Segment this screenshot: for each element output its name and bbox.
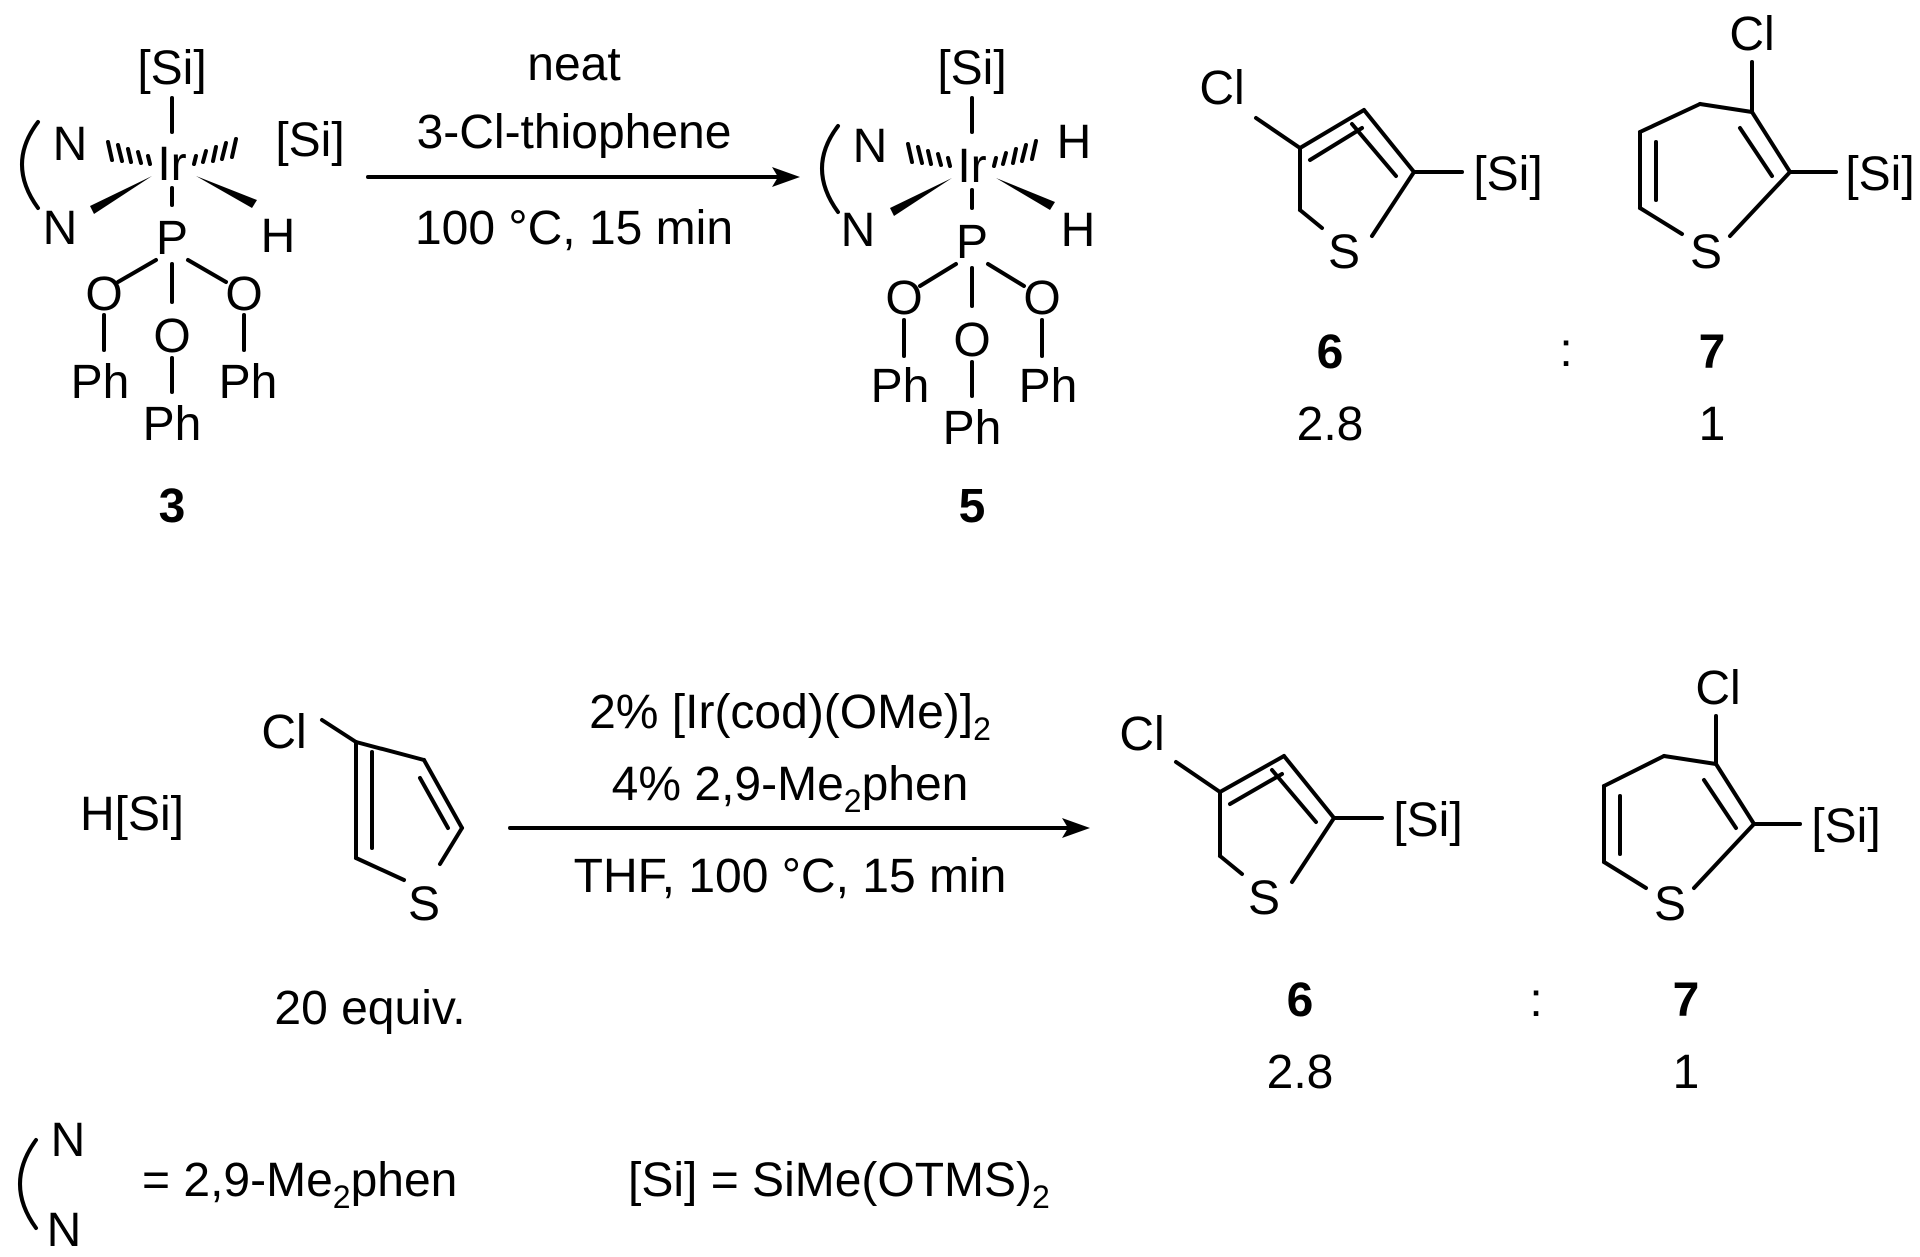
compound-label-7: 7: [1699, 326, 1726, 379]
atom-s: S: [1690, 226, 1722, 279]
legend-silyl-definition: [Si] = SiMe(OTMS)2: [628, 1154, 1050, 1215]
atom-o-right: O: [1023, 272, 1060, 325]
wedge-ir-n-lower: [90, 176, 152, 214]
ratio-6: 2.8: [1297, 398, 1364, 451]
wedge-ir-h-lower: [996, 178, 1055, 210]
atom-s: S: [1654, 878, 1686, 931]
atom-ir: Ir: [957, 140, 986, 193]
ratio-6: 2.8: [1267, 1046, 1334, 1099]
ratio-7: 1: [1699, 398, 1726, 451]
atom-ph-right: Ph: [1019, 360, 1078, 413]
atom-si: [Si]: [1473, 148, 1542, 201]
ligand-arc: [18, 1138, 38, 1230]
atom-si: [Si]: [1845, 148, 1914, 201]
wedge-ir-h: [196, 176, 257, 208]
ratio-7: 1: [1673, 1046, 1700, 1099]
complex-5: [Si] N Ir H N H P O O O Ph Ph Ph 5: [820, 42, 1096, 533]
atom-s: S: [408, 878, 440, 931]
atom-n-upper: N: [853, 120, 888, 173]
substrate-equiv: 20 equiv.: [274, 982, 465, 1035]
atom-si-top: [Si]: [137, 42, 206, 95]
legend-n-top: N: [51, 1114, 86, 1167]
atom-o-center: O: [153, 310, 190, 363]
legend-n-bottom: N: [47, 1204, 82, 1257]
atom-ph-right: Ph: [219, 356, 278, 409]
condition-ligand: 4% 2,9-Me2phen: [612, 758, 969, 819]
ligand-arc: [820, 124, 840, 214]
atom-p: P: [156, 212, 188, 265]
atom-n-lower: N: [841, 204, 876, 257]
substrate-3-chlorothiophene: Cl S 20 equiv.: [261, 706, 465, 1035]
thiophene-7-bottom: Cl S [Si] 7 1: [1602, 662, 1881, 1099]
atom-ph-left: Ph: [71, 356, 130, 409]
atom-si: [Si]: [1393, 794, 1462, 847]
ligand-arc: [20, 120, 40, 210]
atom-n-upper: N: [53, 118, 88, 171]
wedge-ir-n-lower: [890, 178, 952, 216]
atom-s: S: [1248, 872, 1280, 925]
atom-o-center: O: [953, 314, 990, 367]
atom-cl: Cl: [1199, 62, 1244, 115]
reaction1-arrow: neat 3-Cl-thiophene 100 °C, 15 min: [366, 38, 800, 255]
condition-catalyst: 2% [Ir(cod)(OMe)]2: [589, 686, 991, 747]
ratio-separator: :: [1559, 324, 1572, 377]
atom-h-upper: H: [1057, 116, 1092, 169]
bond-p-o-left: [918, 262, 958, 288]
atom-cl: Cl: [1729, 8, 1774, 61]
atom-o-left: O: [885, 272, 922, 325]
complex-3: [Si] N Ir [Si] N H P O O O Ph Ph Ph 3: [20, 42, 345, 533]
bond-p-o-right: [986, 262, 1026, 288]
thiophene-7-top: Cl S [Si] 7 1: [1638, 8, 1915, 451]
ratio-separator: :: [1529, 974, 1542, 1027]
legend-ligand-definition: = 2,9-Me2phen: [142, 1154, 457, 1215]
atom-p: P: [956, 216, 988, 269]
compound-label-5: 5: [959, 480, 986, 533]
atom-h-lower: H: [1061, 204, 1096, 257]
atom-h: H: [261, 210, 296, 263]
thiophene-6-bottom: Cl S [Si] 6 2.8: [1119, 708, 1462, 1099]
compound-label-6: 6: [1317, 326, 1344, 379]
atom-n-lower: N: [43, 202, 78, 255]
hash-ir-n-upper: [106, 140, 152, 166]
atom-cl: Cl: [1695, 662, 1740, 715]
atom-s: S: [1328, 226, 1360, 279]
atom-o-right: O: [225, 268, 262, 321]
condition-reagent: 3-Cl-thiophene: [417, 106, 732, 159]
reagent-silane: H[Si]: [80, 788, 184, 841]
atom-ph-center: Ph: [943, 402, 1002, 455]
atom-ir: Ir: [157, 138, 186, 191]
atom-ph-left: Ph: [871, 360, 930, 413]
compound-label-3: 3: [159, 480, 186, 533]
atom-cl: Cl: [261, 706, 306, 759]
atom-si-top: [Si]: [937, 42, 1006, 95]
condition-solvent-temp: THF, 100 °C, 15 min: [574, 850, 1007, 903]
hash-ir-si-right: [192, 137, 238, 166]
reaction2-arrow: 2% [Ir(cod)(OMe)]2 4% 2,9-Me2phen THF, 1…: [508, 686, 1090, 903]
bond-p-o-right: [186, 258, 228, 284]
atom-si: [Si]: [1811, 800, 1880, 853]
atom-cl: Cl: [1119, 708, 1164, 761]
compound-label-6: 6: [1287, 974, 1314, 1027]
legend: N N = 2,9-Me2phen [Si] = SiMe(OTMS)2: [18, 1114, 1050, 1257]
bond-p-o-left: [116, 258, 158, 284]
atom-ph-center: Ph: [143, 398, 202, 451]
compound-label-7: 7: [1673, 974, 1700, 1027]
condition-temp-time: 100 °C, 15 min: [415, 202, 733, 255]
atom-o-left: O: [85, 268, 122, 321]
condition-neat: neat: [527, 38, 620, 91]
hash-ir-n-upper: [906, 142, 952, 168]
atom-si-right: [Si]: [275, 114, 344, 167]
thiophene-6-top: Cl S [Si] 6 2.8: [1199, 62, 1542, 451]
hash-ir-h-upper: [992, 139, 1038, 168]
